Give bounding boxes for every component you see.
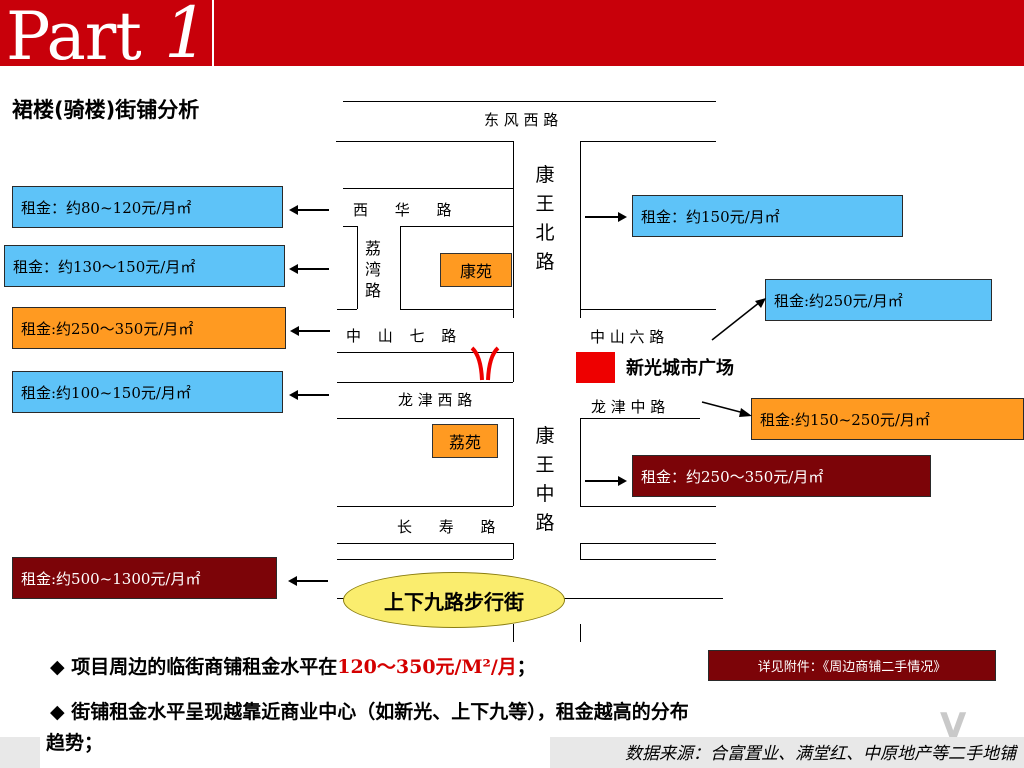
part-word: Part [6, 0, 141, 68]
rent-box-liwan: 租金：约130～150元/月㎡ [4, 245, 285, 287]
arrow-left-icon [288, 575, 328, 587]
rent-box-shangxiajiu: 租金:约500~1300元/月㎡ [12, 557, 277, 599]
pedestrian-street-ellipse: 上下九路步行街 [343, 572, 565, 628]
arrow-left-icon [289, 389, 329, 401]
xinguang-label: 新光城市广场 [626, 358, 734, 379]
road-line [337, 382, 513, 383]
road-label-zhongshan-liu: 中 山 六 路 [590, 328, 665, 346]
road-line [337, 543, 513, 544]
bullet-rent-trend: ◆ 街铺租金水平呈现越靠近商业中心（如新光、上下九等），租金越高的分布 [50, 701, 689, 723]
rent-box-zhongshan-liu: 租金:约250元/月㎡ [765, 279, 992, 321]
rent-box-kangwang-bei: 租金：约150元/月㎡ [632, 195, 903, 237]
attachment-note: 详见附件：《周边商铺二手情况》 [708, 650, 996, 681]
road-line [357, 226, 358, 309]
footer-white-strip [40, 737, 550, 768]
road-line [580, 418, 700, 419]
road-line [400, 309, 513, 310]
road-label-changshou: 长 寿 路 [397, 518, 496, 536]
place-kangyuan: 康苑 [440, 253, 512, 287]
road-label-xihua: 西 华 路 [353, 201, 452, 219]
road-label-zhongshan-qi: 中 山 七 路 [346, 327, 457, 345]
arrow-right-icon [585, 211, 627, 223]
source-note: 数据来源：合富置业、满堂红、中原地产等二手地铺 [625, 744, 1016, 764]
road-line [580, 506, 716, 507]
road-line [580, 141, 716, 142]
road-line [337, 418, 513, 419]
road-line [513, 141, 514, 318]
road-line [513, 418, 514, 506]
rent-box-zhongshan-qi: 租金:约250～350元/月㎡ [12, 307, 286, 349]
road-line [513, 352, 514, 382]
road-line [337, 352, 513, 353]
bullet-rent-trend-line2: 趋势； [46, 732, 104, 754]
road-label-kangwang-zhong: 康 王 中 路 [535, 425, 555, 534]
road-line [580, 309, 716, 310]
arrow-diagonal-icon [701, 401, 752, 417]
arrow-right-icon [585, 475, 627, 487]
arrow-left-icon [289, 204, 329, 216]
road-line [580, 543, 581, 559]
road-line [343, 188, 513, 189]
road-line [343, 101, 716, 102]
road-line [580, 559, 716, 560]
road-label-liwan: 荔 湾 路 [364, 239, 381, 300]
road-line [337, 559, 513, 560]
rent-box-longjin-zhong: 租金:约150~250元/月㎡ [751, 398, 1024, 440]
place-liyuan: 荔苑 [432, 424, 498, 458]
rent-box-xihua: 租金：约80~120元/月㎡ [12, 186, 283, 228]
arrow-left-icon [290, 325, 330, 337]
header-band [0, 0, 1024, 66]
rent-box-kangwang-zhong: 租金：约250～350元/月㎡ [632, 455, 931, 497]
project-marker-icon [470, 346, 500, 381]
road-line [580, 624, 581, 642]
road-line [337, 309, 357, 310]
road-label-longjin-xi: 龙 津 西 路 [398, 391, 473, 409]
rent-range-highlight: 120～350元/M²/月 [337, 656, 517, 678]
road-label-longjin-zhong: 龙 津 中 路 [591, 398, 666, 416]
road-line [580, 543, 716, 544]
arrow-left-icon [289, 263, 329, 275]
road-label-dongfeng-xi: 东 风 西 路 [484, 111, 559, 129]
slide-title: 裙楼(骑楼)街铺分析 [12, 98, 200, 122]
bullet-rent-level: ◆ 项目周边的临街商铺租金水平在120～350元/M²/月； [50, 656, 536, 678]
road-line [337, 506, 513, 507]
road-line [343, 226, 357, 227]
road-line [580, 418, 581, 506]
road-line [513, 624, 514, 642]
road-line [400, 226, 401, 309]
part-number: 1 [164, 0, 209, 66]
road-line [336, 141, 514, 142]
road-line [400, 226, 513, 227]
xinguang-marker [576, 352, 615, 383]
rent-box-longjin-xi: 租金:约100~150元/月㎡ [12, 371, 283, 413]
road-line [513, 543, 514, 559]
arrow-diagonal-icon [711, 298, 766, 341]
header-divider [212, 0, 214, 66]
road-label-kangwang-bei: 康 王 北 路 [535, 164, 555, 273]
road-line [580, 141, 581, 318]
